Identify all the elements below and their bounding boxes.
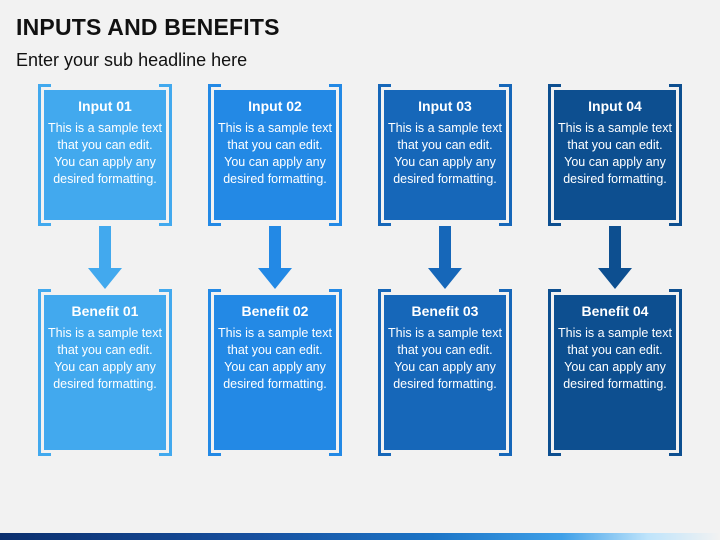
bracket-left [38,289,51,456]
page-title: INPUTS AND BENEFITS [16,14,280,40]
benefit-text-3: This is a sample text that you can edit.… [388,326,502,391]
benefit-box-1: Benefit 01 This is a sample text that yo… [44,295,166,450]
input-card-1: Input 01 This is a sample text that you … [38,84,172,226]
benefit-title-4: Benefit 04 [581,303,649,319]
bracket-left [378,289,391,456]
input-box-1: Input 01 This is a sample text that you … [44,90,166,220]
input-title-1: Input 01 [78,98,132,114]
bracket-left [548,84,561,226]
bracket-left [548,289,561,456]
bracket-right [159,84,172,226]
input-box-4: Input 04 This is a sample text that you … [554,90,676,220]
input-title-2: Input 02 [248,98,302,114]
down-arrow-icon [258,226,292,289]
input-text-1: This is a sample text that you can edit.… [48,121,162,186]
input-box-2: Input 02 This is a sample text that you … [214,90,336,220]
benefit-title-1: Benefit 01 [71,303,139,319]
column-1: Input 01 This is a sample text that you … [38,84,172,456]
down-arrow-icon [598,226,632,289]
input-box-3: Input 03 This is a sample text that you … [384,90,506,220]
bracket-right [159,289,172,456]
input-title-3: Input 03 [418,98,472,114]
benefit-box-3: Benefit 03 This is a sample text that yo… [384,295,506,450]
bracket-left [208,84,221,226]
benefit-title-2: Benefit 02 [241,303,309,319]
page-subtitle: Enter your sub headline here [16,50,248,70]
input-text-4: This is a sample text that you can edit.… [558,121,672,186]
input-card-2: Input 02 This is a sample text that you … [208,84,342,226]
input-text-3: This is a sample text that you can edit.… [388,121,502,186]
benefit-text-2: This is a sample text that you can edit.… [218,326,332,391]
benefit-card-2: Benefit 02 This is a sample text that yo… [208,289,342,456]
benefit-text-1: This is a sample text that you can edit.… [48,326,162,391]
benefit-title-3: Benefit 03 [411,303,479,319]
bottom-accent-bar [0,533,720,540]
column-2: Input 02 This is a sample text that you … [208,84,342,456]
bracket-right [669,84,682,226]
bracket-left [38,84,51,226]
down-arrow-icon [428,226,462,289]
bracket-left [378,84,391,226]
bracket-left [208,289,221,456]
benefit-card-1: Benefit 01 This is a sample text that yo… [38,289,172,456]
benefit-card-4: Benefit 04 This is a sample text that yo… [548,289,682,456]
benefit-box-2: Benefit 02 This is a sample text that yo… [214,295,336,450]
column-4: Input 04 This is a sample text that you … [548,84,682,456]
column-3: Input 03 This is a sample text that you … [378,84,512,456]
bracket-right [329,289,342,456]
benefit-box-4: Benefit 04 This is a sample text that yo… [554,295,676,450]
input-title-4: Input 04 [588,98,642,114]
down-arrow-icon [88,226,122,289]
input-text-2: This is a sample text that you can edit.… [218,121,332,186]
bracket-right [499,289,512,456]
bracket-right [329,84,342,226]
bracket-right [499,84,512,226]
bracket-right [669,289,682,456]
input-card-4: Input 04 This is a sample text that you … [548,84,682,226]
benefit-card-3: Benefit 03 This is a sample text that yo… [378,289,512,456]
input-card-3: Input 03 This is a sample text that you … [378,84,512,226]
benefit-text-4: This is a sample text that you can edit.… [558,326,672,391]
